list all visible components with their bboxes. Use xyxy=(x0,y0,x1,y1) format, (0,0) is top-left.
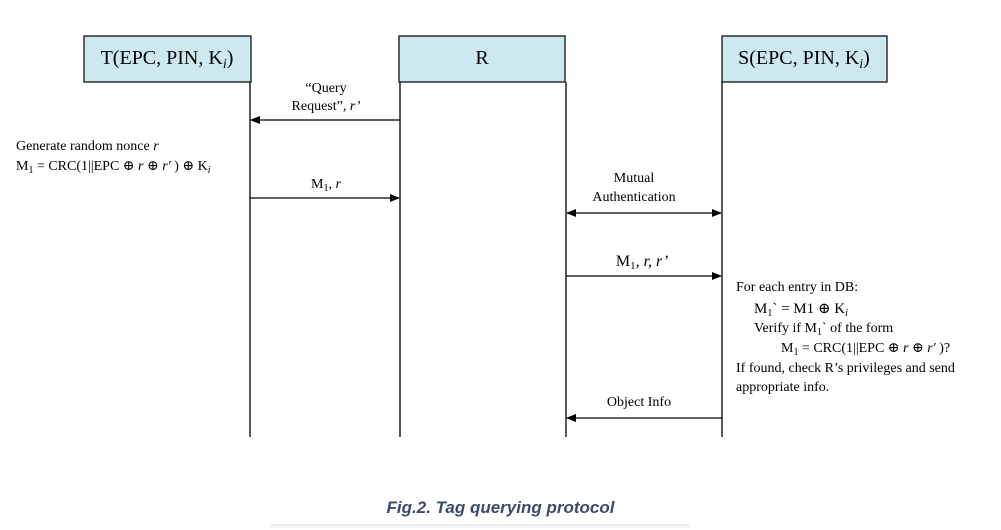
query-label-line1: “Query xyxy=(305,81,346,96)
reader-participant: R xyxy=(398,35,566,83)
tag-note-line1: Generate random nonce r xyxy=(16,139,159,154)
tag-note: Generate random nonce r M1 = CRC(1||EPC … xyxy=(16,139,211,176)
tag-note-line2: M1 = CRC(1||EPC ⊕ r ⊕ r′ ) ⊕ Ki xyxy=(16,159,211,176)
server-note-line5: If found, check R’s privileges and send xyxy=(736,361,955,376)
message-query-request: “Query Request”, r’ xyxy=(250,81,400,124)
sequence-diagram: T(EPC, PIN, Ki) R S(EPC, PIN, Ki) “Query… xyxy=(16,35,955,437)
tag-label: T(EPC, PIN, Ki) xyxy=(101,47,234,72)
server-note-line6: appropriate info. xyxy=(736,380,829,395)
message-object-info: Object Info xyxy=(566,395,722,422)
message-m1-r-rprime: M1, r, r’ xyxy=(566,253,722,280)
tag-participant: T(EPC, PIN, Ki) xyxy=(83,35,252,83)
message-mutual-authentication: Mutual Authentication xyxy=(566,171,722,217)
mutual-label-line2: Authentication xyxy=(592,190,675,205)
server-note-line1: For each entry in DB: xyxy=(736,280,858,295)
figure-caption: Fig.2. Tag querying protocol xyxy=(386,498,615,517)
reader-label: R xyxy=(475,47,489,69)
query-label-line2: Request”, r’ xyxy=(292,99,361,114)
object-info-label: Object Info xyxy=(607,395,671,410)
server-note-line2: M1` = M1 ⊕ Ki xyxy=(754,301,848,319)
reader-box xyxy=(398,35,566,83)
server-note-line4: M1 = CRC(1||EPC ⊕ r ⊕ r′ )? xyxy=(781,341,950,358)
caption-divider xyxy=(270,524,690,530)
server-label: S(EPC, PIN, Ki) xyxy=(738,47,870,72)
server-box xyxy=(721,35,888,83)
mutual-label-line1: Mutual xyxy=(614,171,655,186)
message-m1-r: M1, r xyxy=(250,177,400,202)
server-participant: S(EPC, PIN, Ki) xyxy=(721,35,888,83)
server-note: For each entry in DB: M1` = M1 ⊕ Ki Veri… xyxy=(736,280,955,395)
m1rr-label: M1, r, r’ xyxy=(616,253,668,272)
tag-box xyxy=(83,35,252,83)
m1r-label: M1, r xyxy=(311,177,341,194)
server-note-line3: Verify if M1` of the form xyxy=(754,321,893,338)
